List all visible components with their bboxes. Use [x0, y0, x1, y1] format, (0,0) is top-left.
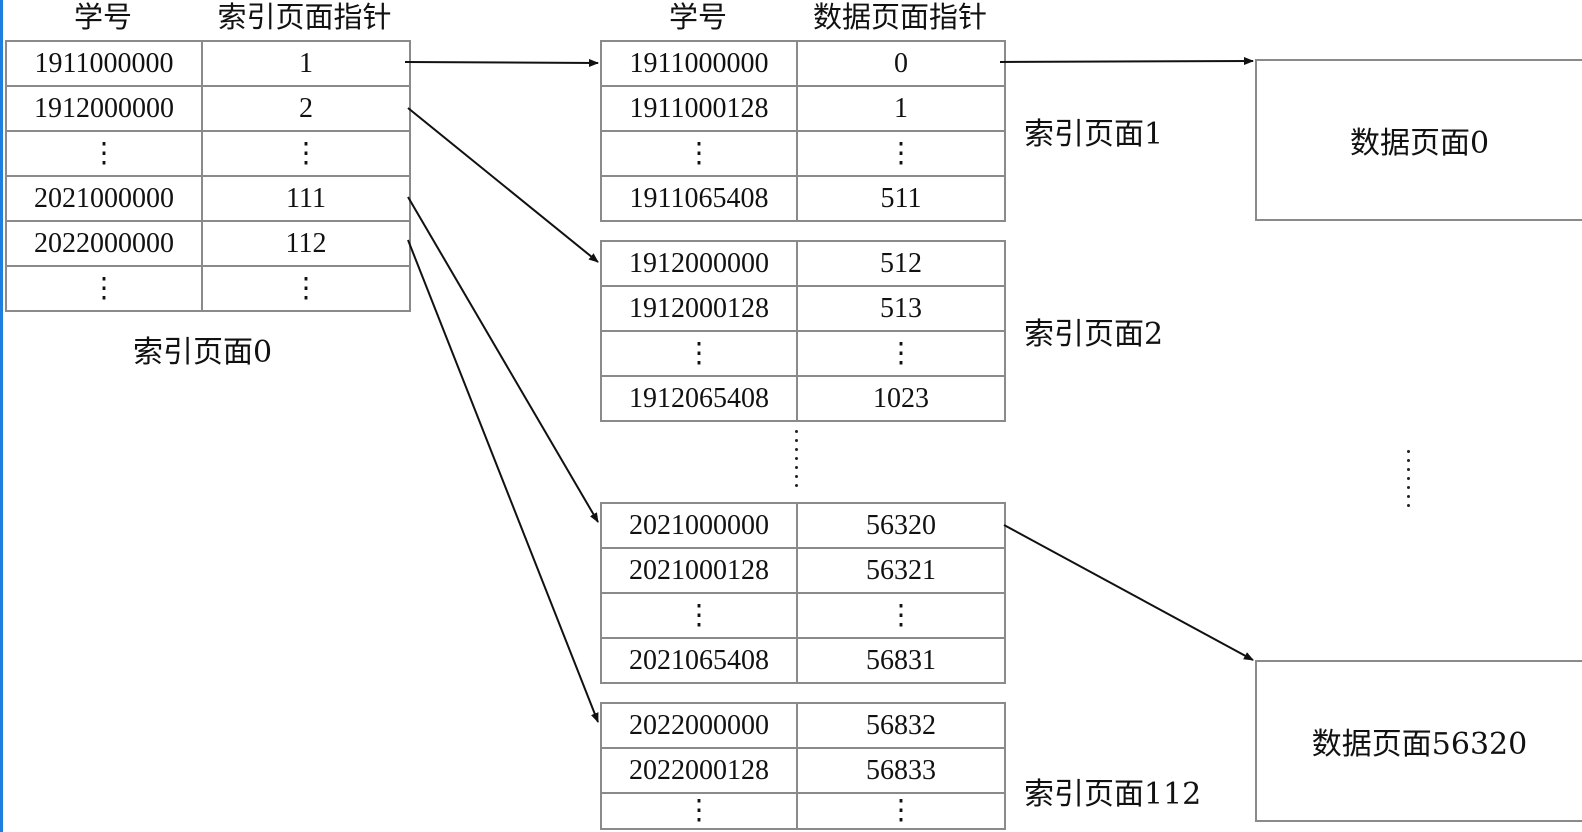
- table-row: ⋮⋮: [600, 130, 1006, 177]
- arrow-page-111-to-data-56320: [1003, 524, 1254, 661]
- pointer-cell: 56832: [796, 702, 1006, 749]
- key-cell: ⋮: [600, 330, 798, 377]
- pointer-cell: 56833: [796, 747, 1006, 794]
- pointer-cell: 56321: [796, 547, 1006, 594]
- index-page-112-label: 索引页面112: [1024, 777, 1202, 812]
- pointer-cell: 56320: [796, 502, 1006, 549]
- key-cell: ⋮: [5, 130, 203, 177]
- pointer-cell: 511: [796, 175, 1006, 222]
- pointer-cell: 56831: [796, 637, 1006, 684]
- key-cell: 2022000128: [600, 747, 798, 794]
- key-cell: 1911065408: [600, 175, 798, 222]
- root-pointer-header: 索引页面指针: [217, 0, 392, 34]
- level2-pointer-header: 数据页面指针: [812, 0, 987, 34]
- arrow-root-to-page-111: [407, 196, 599, 523]
- arrow-root-to-page-2: [407, 107, 599, 263]
- pointer-cell: ⋮: [201, 265, 411, 312]
- key-cell: 1911000000: [600, 40, 798, 87]
- table-row: ⋮⋮: [600, 330, 1006, 377]
- key-cell: 2021000128: [600, 547, 798, 594]
- data-page-0-box: 数据页面0: [1255, 59, 1582, 221]
- arrow-page-1-to-data-0: [999, 57, 1254, 66]
- key-cell: ⋮: [600, 130, 798, 177]
- arrow-root-to-page-1: [404, 58, 599, 67]
- data-page-0-label: 数据页面0: [1349, 126, 1490, 161]
- key-cell: 1911000000: [5, 40, 203, 87]
- key-cell: ⋮: [600, 592, 798, 639]
- index-page-1-label: 索引页面1: [1024, 117, 1164, 152]
- pointer-cell: 513: [796, 285, 1006, 332]
- key-cell: ⋮: [600, 792, 798, 830]
- key-cell: 2022000000: [5, 220, 203, 267]
- key-cell: 2022000000: [600, 702, 798, 749]
- data-page-56320-box: 数据页面56320: [1255, 660, 1582, 822]
- key-cell: 1912065408: [600, 375, 798, 422]
- key-cell: 1911000128: [600, 85, 798, 132]
- arrow-root-to-page-112: [407, 239, 599, 723]
- pointer-cell: 512: [796, 240, 1006, 287]
- index-page-2-label: 索引页面2: [1024, 317, 1164, 352]
- data-page-56320-label: 数据页面56320: [1311, 727, 1528, 762]
- key-cell: 1912000000: [600, 240, 798, 287]
- table-row: ⋮⋮: [5, 265, 411, 312]
- pointer-cell: 1: [201, 40, 411, 87]
- pointer-cell: 2: [201, 85, 411, 132]
- key-cell: 2021065408: [600, 637, 798, 684]
- index-page-0-label: 索引页面0: [133, 335, 273, 370]
- key-cell: 2021000000: [600, 502, 798, 549]
- key-cell: 2021000000: [5, 175, 203, 222]
- table-row: ⋮⋮: [600, 592, 1006, 639]
- pages-ellipsis: [795, 430, 798, 494]
- pointer-cell: ⋮: [796, 592, 1006, 639]
- data-pages-ellipsis: [1407, 450, 1410, 514]
- pointer-cell: 111: [201, 175, 411, 222]
- level2-key-header: 学号: [668, 0, 727, 34]
- pointer-cell: ⋮: [796, 130, 1006, 177]
- key-cell: 1912000128: [600, 285, 798, 332]
- root-key-header: 学号: [73, 0, 132, 34]
- pointer-cell: 1023: [796, 375, 1006, 422]
- pointer-cell: ⋮: [796, 792, 1006, 830]
- pointer-cell: 1: [796, 85, 1006, 132]
- pointer-cell: ⋮: [201, 130, 411, 177]
- pointer-cell: 0: [796, 40, 1006, 87]
- pointer-cell: ⋮: [796, 330, 1006, 377]
- table-row: ⋮⋮: [5, 130, 411, 177]
- window-edge: [0, 0, 3, 832]
- key-cell: ⋮: [5, 265, 203, 312]
- table-row: ⋮⋮: [600, 792, 1006, 830]
- key-cell: 1912000000: [5, 85, 203, 132]
